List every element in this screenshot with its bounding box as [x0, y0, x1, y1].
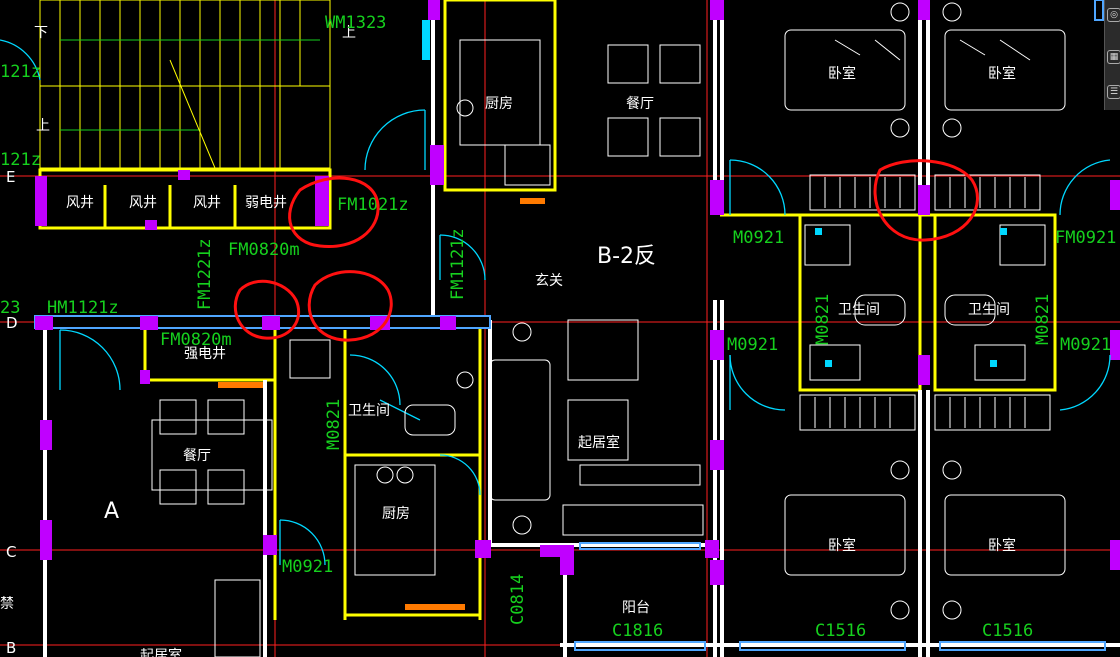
door-fm1021: FM1021z	[337, 195, 409, 215]
furniture	[151, 29, 1066, 657]
fixtures	[376, 2, 962, 620]
axis-d: D	[6, 314, 18, 332]
room-bath-right: 卫生间	[968, 302, 1010, 318]
axis-e: E	[6, 168, 15, 186]
door-swings	[0, 39, 1111, 566]
door-m0821-c: M0821	[1033, 294, 1053, 345]
room-bedroom-tl: 卧室	[828, 65, 856, 82]
window-c1816: C1816	[612, 621, 663, 641]
door-m0921-r3: M0921	[1060, 335, 1111, 355]
edge-23: 23	[0, 298, 20, 318]
room-bedroom-tr: 卧室	[988, 65, 1016, 82]
door-m0821-a: M0821	[324, 399, 344, 450]
door-fm1121: FM1121z	[448, 228, 468, 300]
stair-up-1: 上	[342, 25, 356, 41]
layers-icon[interactable]: ☰	[1107, 85, 1120, 99]
stair-up-2: 上	[36, 118, 50, 134]
room-labels: 厨房 餐厅 卧室 卧室 卧室 卧室 卫生间 卫生间 卫生间 玄关 起居室 餐厅 …	[0, 25, 1016, 657]
door-fm0921: FM0921	[1055, 228, 1116, 248]
stair-down: 下	[34, 25, 48, 41]
view-toolbar: ◎ ▦ ☰	[1104, 0, 1120, 110]
columns	[35, 0, 1120, 585]
room-bath-left: 卫生间	[838, 302, 880, 318]
cyan-markers	[422, 20, 1007, 367]
axis-markers: E D C B	[6, 168, 18, 657]
door-hm1121: HM1121z	[47, 298, 119, 318]
room-kitchen-top: 厨房	[485, 96, 513, 112]
orange-details	[218, 198, 545, 610]
window-c0814: C0814	[508, 574, 528, 625]
door-m0921-r2: M0921	[727, 335, 778, 355]
room-left-cut: 禁	[0, 596, 14, 612]
axis-c: C	[6, 543, 16, 561]
door-m0921-r1: M0921	[733, 228, 784, 248]
door-labels: WM1323 FM1021z FM0820m FM0820m HM1121z M…	[0, 13, 1116, 641]
room-dining-top: 餐厅	[626, 96, 654, 112]
windows	[574, 0, 1106, 651]
window-c1516-b: C1516	[982, 621, 1033, 641]
staircase	[39, 0, 331, 169]
room-power-shaft: 强电井	[184, 346, 226, 362]
room-bedroom-br: 卧室	[988, 537, 1016, 554]
door-m0821-b: M0821	[813, 294, 833, 345]
room-balcony: 阳台	[622, 600, 650, 616]
room-bedroom-bl: 卧室	[828, 537, 856, 554]
room-living: 起居室	[578, 434, 620, 451]
door-fm0820b: FM0820m	[160, 330, 232, 350]
room-bath-mid: 卫生间	[348, 403, 390, 419]
door-wm1323: WM1323	[325, 13, 386, 33]
edge-121b: 121z	[0, 150, 41, 170]
markup-circles	[233, 159, 979, 342]
unit-label: B-2反	[597, 244, 656, 269]
room-bottom-cut: 起居室	[140, 647, 182, 657]
window-c1516-a: C1516	[815, 621, 866, 641]
axis-b: B	[6, 639, 16, 657]
door-fm0820a: FM0820m	[228, 240, 300, 260]
room-wind-3: 风井	[193, 195, 221, 211]
door-m0921-a: M0921	[282, 557, 333, 577]
room-wind-2: 风井	[129, 195, 157, 211]
room-dining-a: 餐厅	[183, 448, 211, 464]
edge-121a: 121z	[0, 62, 41, 82]
railings	[799, 174, 1051, 431]
compass-icon[interactable]: ◎	[1107, 8, 1120, 22]
room-kitchen-mid: 厨房	[382, 506, 410, 522]
room-wind-1: 风井	[66, 195, 94, 211]
unit-a-label: A	[104, 499, 119, 524]
room-weak-shaft: 弱电井	[245, 195, 287, 211]
room-foyer: 玄关	[535, 272, 563, 289]
door-fm1221: FM1221z	[195, 238, 215, 310]
grid-icon[interactable]: ▦	[1107, 50, 1120, 64]
walls	[38, 0, 1057, 620]
